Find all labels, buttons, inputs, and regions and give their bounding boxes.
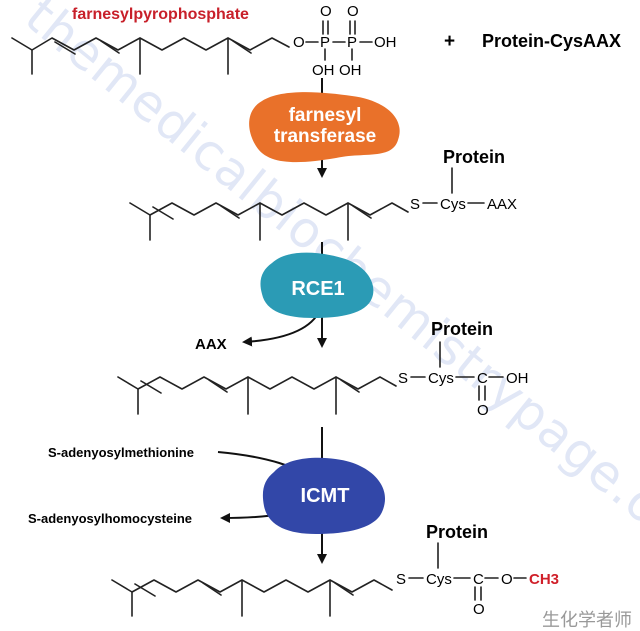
- svg-text:O: O: [347, 3, 359, 20]
- sam-label: S-adenyosylmethionine: [48, 445, 194, 460]
- chain-1-branches: [31, 37, 229, 75]
- farnesyl-chain-3: [117, 376, 397, 390]
- chain-1-double-bonds: [54, 40, 252, 55]
- farnesyl-chain-2: [129, 202, 409, 216]
- carbon-4: C: [473, 571, 484, 588]
- cys-4: Cys: [426, 571, 452, 588]
- farnesyl-transferase-enzyme: farnesyl transferase: [249, 92, 400, 163]
- chain-2-branches: [149, 202, 349, 241]
- rce1-label: RCE1: [291, 278, 344, 300]
- chain-4-branches: [131, 579, 331, 617]
- protein-label-3: Protein: [431, 319, 493, 339]
- farnesyl-chain-1: [11, 37, 290, 51]
- sulfur-2: S: [410, 196, 420, 213]
- farnesylpyrophosphate-label: farnesylpyrophosphate: [72, 6, 249, 23]
- svg-text:OH: OH: [339, 62, 362, 79]
- ester-oxygen-4: O: [501, 571, 513, 588]
- pyrophosphate-group: O P P OH O O OH OH: [293, 3, 397, 79]
- footer-watermark: 生化学者师: [542, 610, 632, 630]
- cys-3: Cys: [428, 370, 454, 387]
- methyl-group-label: CH3: [529, 571, 559, 588]
- protein-label-4: Protein: [426, 522, 488, 542]
- icmt-enzyme: ICMT: [262, 457, 386, 534]
- rce1-enzyme: RCE1: [260, 252, 374, 318]
- carbonyl-oxygen-3: O: [477, 402, 489, 419]
- aax-2: AAX: [487, 196, 517, 213]
- protein-cysaax-label: Protein-CysAAX: [482, 31, 621, 51]
- aax-byproduct-label: AAX: [195, 336, 227, 353]
- sulfur-4: S: [396, 571, 406, 588]
- chain-3-branches: [137, 376, 337, 415]
- carbonyl-oxygen-4: O: [473, 601, 485, 618]
- svg-text:P: P: [320, 34, 330, 51]
- sulfur-3: S: [398, 370, 408, 387]
- chain-4-double-bonds: [134, 582, 354, 597]
- sah-label: S-adenyosylhomocysteine: [28, 511, 192, 526]
- chain-3-double-bonds: [140, 379, 360, 394]
- icmt-label: ICMT: [301, 485, 350, 507]
- svg-text:O: O: [320, 3, 332, 20]
- svg-text:OH: OH: [374, 34, 397, 51]
- plus-sign: +: [444, 31, 455, 52]
- svg-text:O: O: [293, 34, 305, 51]
- svg-text:OH: OH: [312, 62, 335, 79]
- cys-2: Cys: [440, 196, 466, 213]
- farnesyl-transferase-label-2: transferase: [274, 126, 376, 147]
- farnesyl-transferase-label-1: farnesyl: [289, 105, 362, 126]
- chain-2-double-bonds: [152, 205, 372, 220]
- svg-text:P: P: [347, 34, 357, 51]
- protein-label-2: Protein: [443, 147, 505, 167]
- farnesyl-chain-4: [111, 579, 393, 593]
- hydroxyl-3: OH: [506, 370, 529, 387]
- carbon-3: C: [477, 370, 488, 387]
